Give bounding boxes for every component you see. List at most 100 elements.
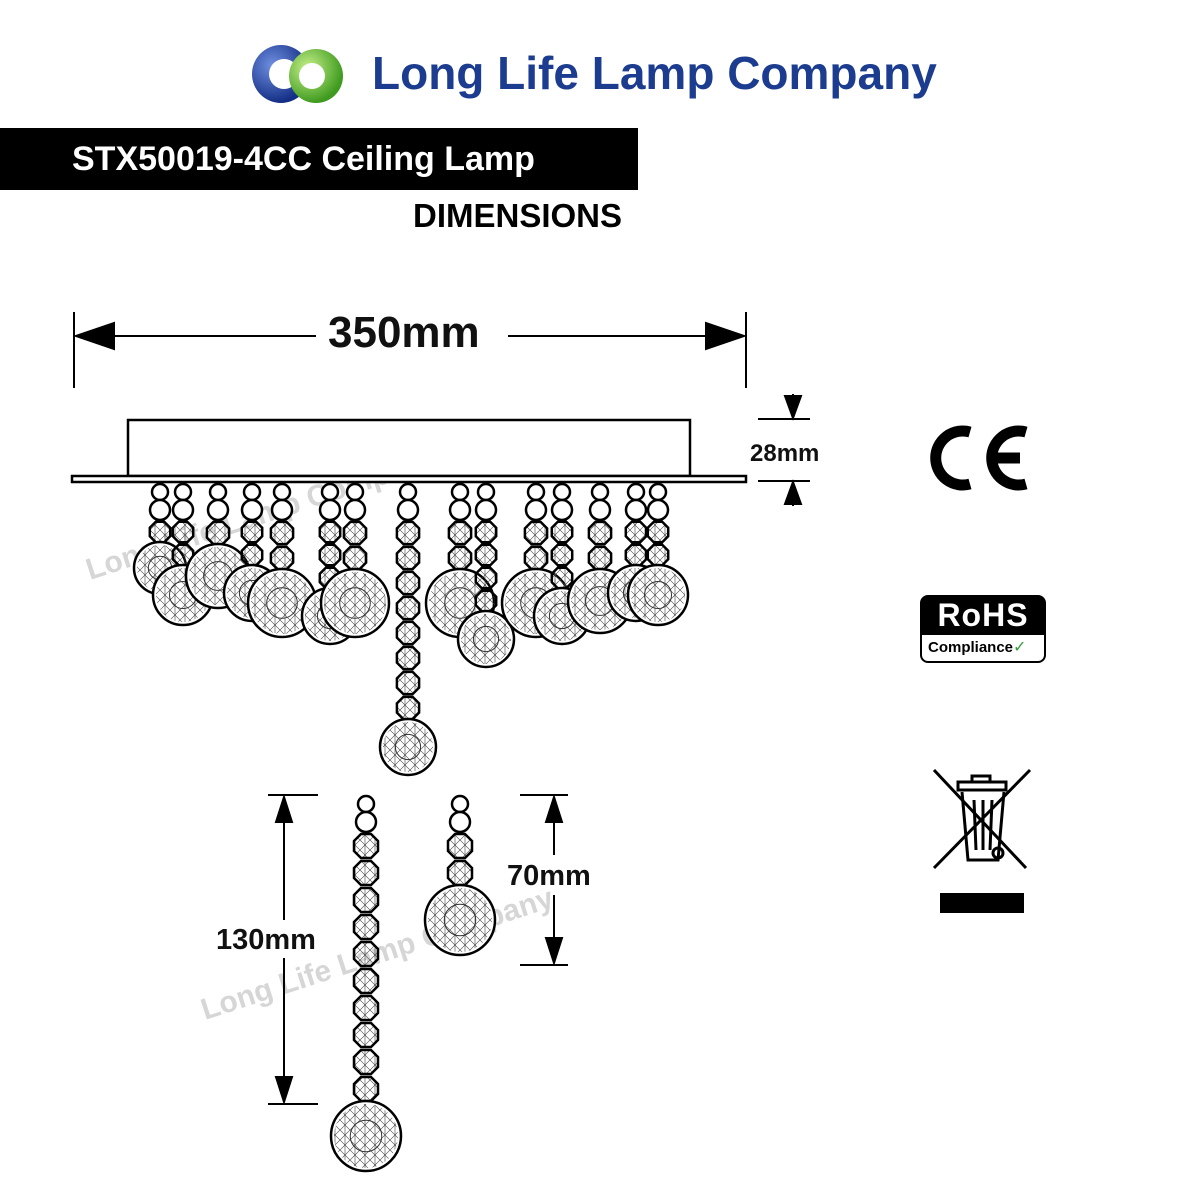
rohs-badge-subtitle: Compliance✓	[920, 633, 1046, 663]
crystal-ring	[526, 482, 546, 502]
width-dimension-arrow	[72, 312, 748, 388]
crystal-ring	[208, 482, 228, 502]
crystal-ring	[550, 498, 574, 522]
crystal-ring	[524, 498, 548, 522]
crystal-ring	[356, 794, 376, 814]
crystal-bead	[447, 545, 473, 571]
crystal-bead	[624, 543, 648, 567]
crystal-ring	[242, 482, 262, 502]
crystal-bead	[352, 913, 380, 941]
crystal-bead	[550, 520, 574, 544]
rohs-compliance-text: Compliance	[928, 639, 1014, 656]
crystal-bead	[318, 520, 342, 544]
crystal-ring	[240, 498, 264, 522]
brand-header: Long Life Lamp Company	[250, 40, 970, 110]
crystal-ball-facets	[266, 587, 298, 619]
crystal-bead	[550, 566, 574, 590]
crystal-bead	[269, 520, 295, 546]
crystal-strands	[132, 482, 690, 777]
crystal-ring	[450, 794, 470, 814]
crystal-ring	[320, 482, 340, 502]
crystal-ring	[624, 498, 648, 522]
brand-name: Long Life Lamp Company	[372, 47, 937, 99]
crystal-bead	[352, 859, 380, 887]
crystal-bead	[523, 545, 549, 571]
crystal-ring	[448, 810, 472, 834]
crystal-ring	[590, 482, 610, 502]
checkmark-icon: ✓	[1013, 639, 1027, 656]
crystal-bead	[523, 520, 549, 546]
crystal-bead	[352, 1075, 380, 1103]
crystal-ball-facets	[324, 572, 386, 634]
crystal-ball-facets	[251, 572, 313, 634]
short-drop-dimension-arrow	[520, 793, 568, 967]
crystal-bead	[446, 832, 474, 860]
crystal-ring	[345, 482, 365, 502]
long-drop-dimension-arrow	[268, 793, 318, 1106]
height-dimension-label: 28mm	[750, 440, 820, 467]
crystal-ball-facets	[394, 733, 422, 761]
crystal-ring	[450, 482, 470, 502]
crystal-ring	[626, 482, 646, 502]
crystal-bead	[395, 620, 421, 646]
crystal-bead	[646, 520, 670, 544]
crystal-bead	[395, 545, 421, 571]
long-drop-dimension-label: 130mm	[216, 924, 316, 956]
crystal-ball-facets	[443, 903, 477, 937]
crystal-bead	[395, 570, 421, 596]
crystal-bead	[624, 520, 648, 544]
ce-mark-icon	[930, 425, 1028, 491]
crystal-ball-facets	[472, 625, 500, 653]
crystal-bead	[240, 520, 264, 544]
brand-logo-icon	[252, 45, 343, 103]
crystal-bead	[550, 543, 574, 567]
crystal-ball-facets	[334, 1104, 398, 1168]
crystal-ring	[318, 498, 342, 522]
crystal-ball-facets	[339, 587, 371, 619]
crystal-bead	[474, 566, 498, 590]
crystal-bead	[352, 1048, 380, 1076]
crystal-ring	[588, 498, 612, 522]
crystal-bead	[474, 520, 498, 544]
lamp-canopy	[70, 418, 748, 484]
height-dimension-arrow	[758, 394, 810, 506]
crystal-ball-facets	[383, 722, 433, 772]
rohs-badge-title: RoHS	[920, 595, 1046, 635]
title-bar: STX50019-4CC Ceiling Lamp	[0, 128, 638, 190]
product-title: STX50019-4CC Ceiling Lamp	[72, 140, 535, 178]
section-heading: DIMENSIONS	[413, 197, 623, 234]
crystal-ball-facets	[461, 614, 511, 664]
crystal-ring	[646, 498, 670, 522]
crystal-ring	[354, 810, 378, 834]
crystal-bead	[352, 967, 380, 995]
crystal-bead	[446, 859, 474, 887]
crystal-bead	[342, 520, 368, 546]
crystal-bead	[395, 645, 421, 671]
crystal-bead	[148, 520, 172, 544]
crystal-ball-facets	[644, 581, 672, 609]
crystal-ring	[270, 498, 294, 522]
crystal-ring	[448, 498, 472, 522]
crystal-bead	[395, 595, 421, 621]
crystal-ball-facets	[631, 568, 685, 622]
crystal-ring	[343, 498, 367, 522]
crystal-ring	[398, 482, 418, 502]
crystal-bead	[171, 520, 195, 544]
crystal-ring	[173, 482, 193, 502]
width-dimension-label: 350mm	[328, 308, 480, 357]
crystal-bead	[352, 1021, 380, 1049]
crystal-bead	[395, 520, 421, 546]
rohs-compliance-badge: RoHS Compliance✓	[920, 595, 1046, 663]
crystal-ring	[474, 498, 498, 522]
crystal-bead	[474, 589, 498, 613]
crystal-ball-facets	[349, 1119, 383, 1153]
crystal-bead	[587, 520, 613, 546]
crystal-ring	[648, 482, 668, 502]
crystal-bead	[352, 940, 380, 968]
crystal-bead	[646, 543, 670, 567]
crossed-wheelie-bin-icon	[932, 768, 1032, 913]
short-drop-dimension-label: 70mm	[507, 860, 591, 892]
crystal-bead	[395, 695, 421, 721]
crystal-bead	[352, 994, 380, 1022]
